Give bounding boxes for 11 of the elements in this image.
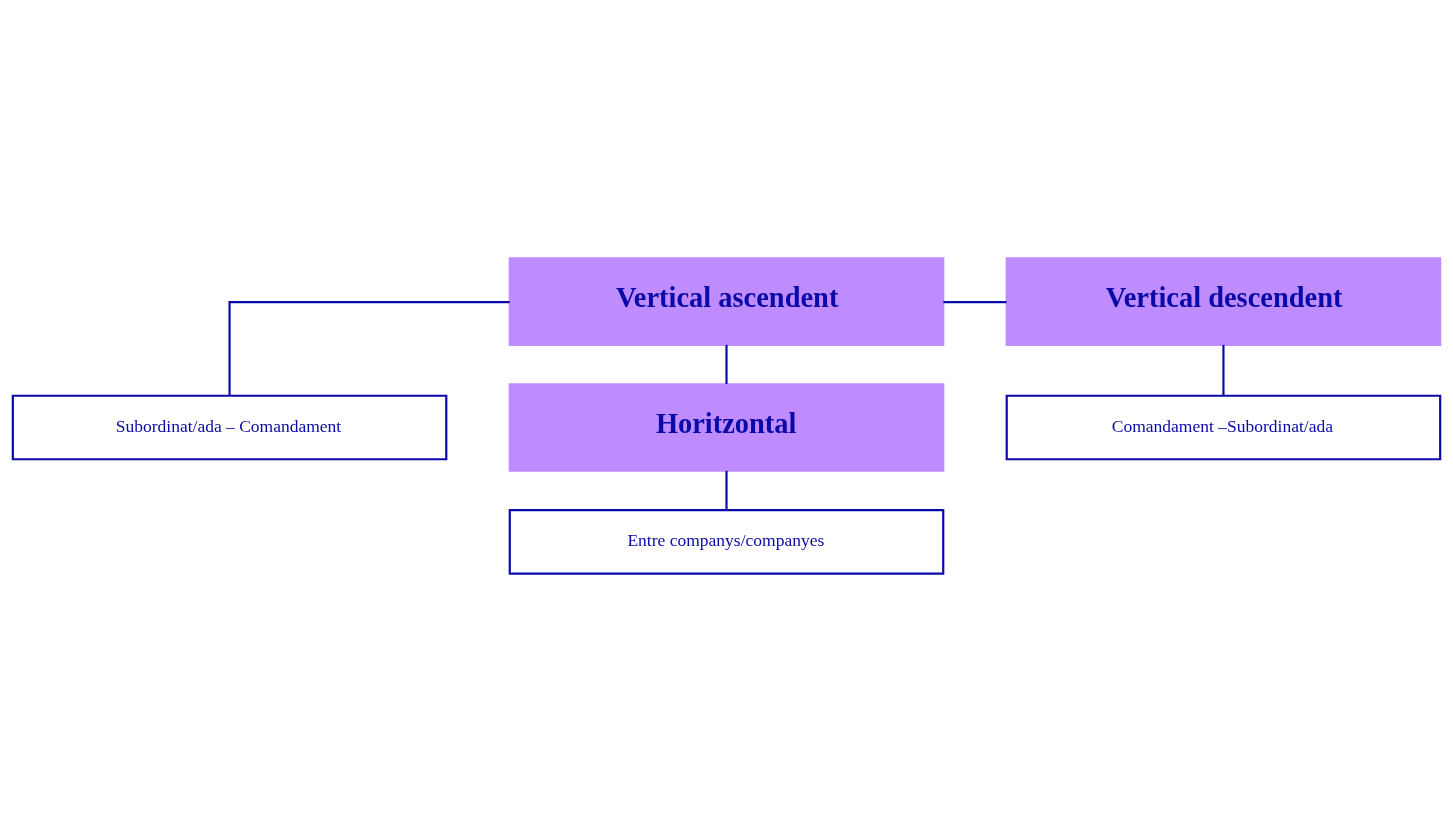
node-box: Subordinat/ada – Comandament <box>11 394 448 461</box>
node-box: Comandament –Subordinat/ada <box>1005 394 1442 461</box>
connector <box>943 301 1007 304</box>
connector <box>725 470 728 510</box>
node-box: Vertical descendent <box>1005 257 1442 346</box>
node-box: Entre companys/companyes <box>508 509 945 575</box>
connector <box>725 344 728 385</box>
connector <box>228 301 510 396</box>
connector <box>1222 344 1225 396</box>
node-box: Vertical ascendent <box>508 257 945 346</box>
node-box: Horitzontal <box>508 383 945 472</box>
